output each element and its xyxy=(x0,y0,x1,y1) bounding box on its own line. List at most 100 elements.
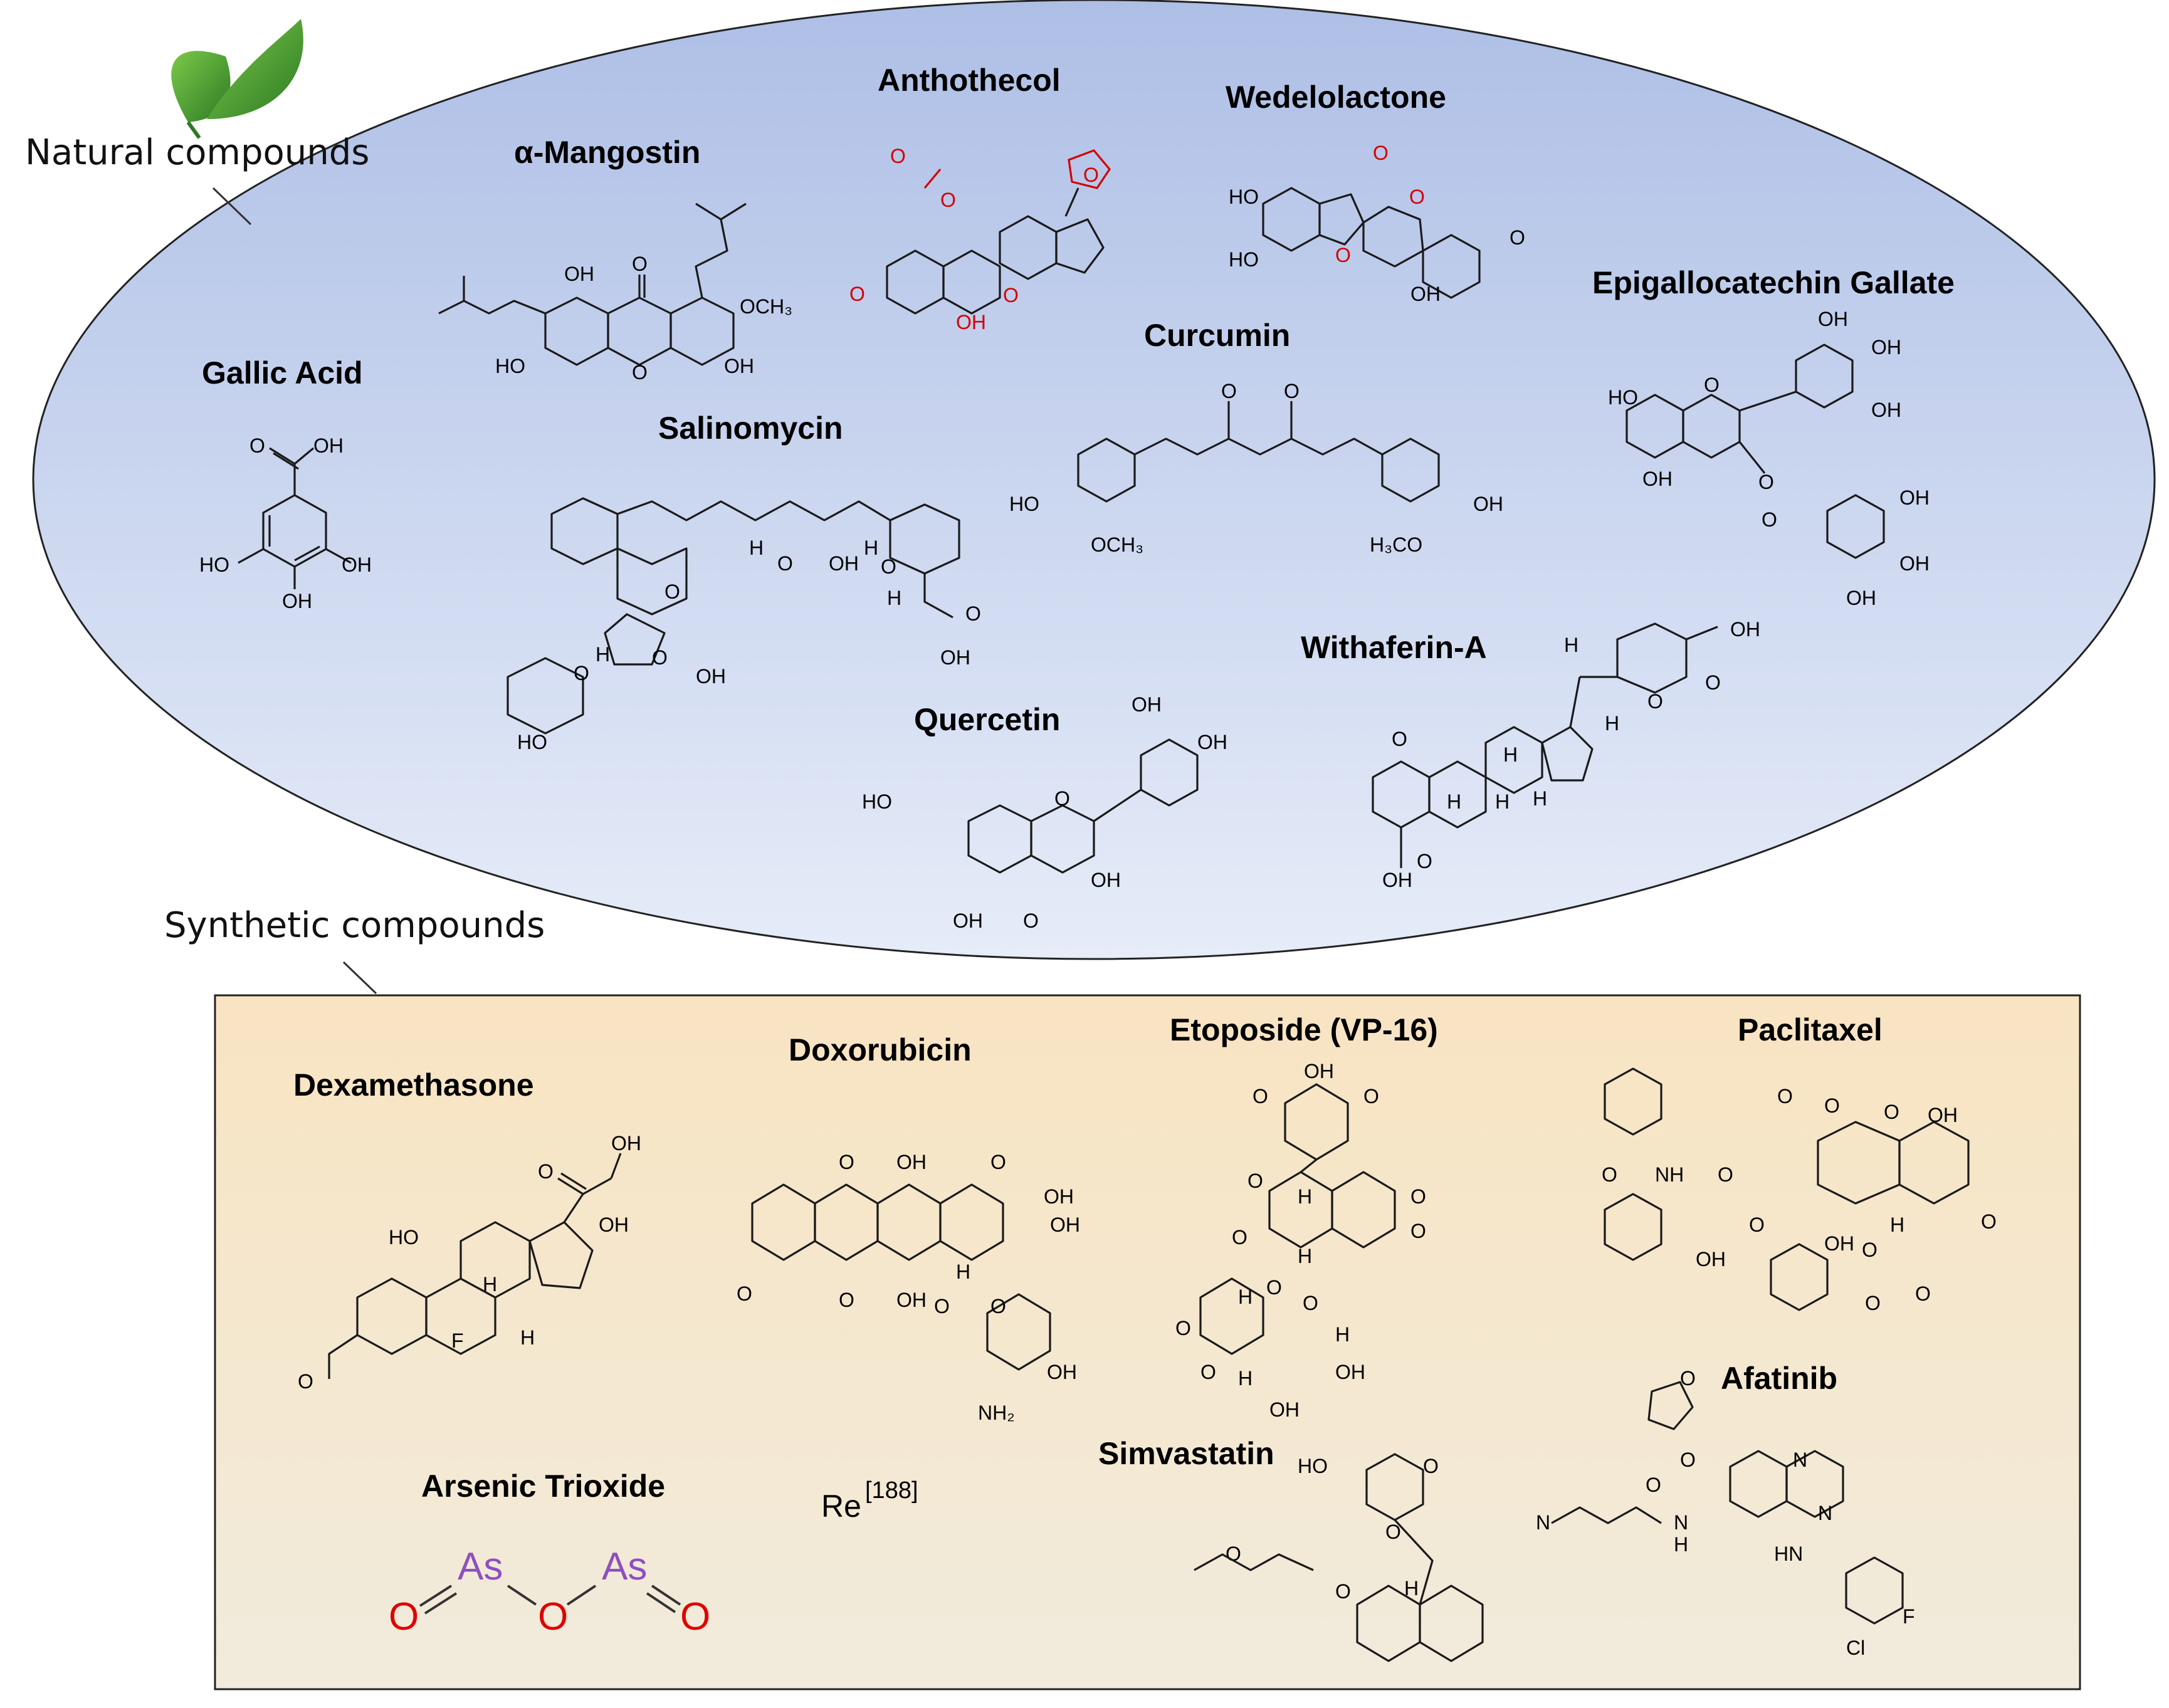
atom-o: O xyxy=(1762,508,1777,531)
atom-oh: OH xyxy=(1044,1185,1074,1208)
atom-och3: OCH₃ xyxy=(1091,533,1143,556)
atom-o: O xyxy=(574,662,589,684)
atom-nh2: NH₂ xyxy=(978,1402,1015,1424)
structure-afatinib: O O N N HN F Cl N O N H xyxy=(1536,1367,1915,1659)
atom-o: O xyxy=(1423,1455,1439,1477)
compound-label-egcg: Epigallocatechin Gallate xyxy=(1592,265,1955,300)
atom-o: O xyxy=(881,555,896,578)
atom-o: O xyxy=(1915,1282,1931,1305)
atom-o: O xyxy=(298,1370,313,1393)
structure-wedelolactone: O O O HO HO OH O xyxy=(1229,142,1525,305)
atom-o: O xyxy=(632,361,648,384)
atom-oh: OH xyxy=(1730,618,1760,641)
compound-label-afatinib: Afatinib xyxy=(1721,1361,1837,1396)
natural-pointer xyxy=(212,187,252,226)
leaf-icon xyxy=(171,19,303,139)
atom-oh: OH xyxy=(1818,308,1848,330)
atom-h: H xyxy=(1495,790,1510,813)
atom-o: O xyxy=(538,1160,554,1183)
atom-h: H xyxy=(1564,634,1578,656)
atom-o-red: O xyxy=(538,1595,568,1638)
atom-o: O xyxy=(1680,1367,1696,1390)
atom-o: O xyxy=(1646,1474,1661,1496)
atom-oh: OH xyxy=(1846,587,1876,609)
atom-h: H xyxy=(1674,1533,1688,1556)
atom-oh: OH xyxy=(1473,493,1503,515)
atom-oh: OH xyxy=(1132,693,1162,716)
atom-hn: HN xyxy=(1774,1543,1803,1565)
atom-o: O xyxy=(1410,1220,1426,1242)
structure-dexamethasone: O OH OH HO H H F O xyxy=(298,1132,641,1393)
atom-nh: NH xyxy=(1655,1163,1684,1186)
compound-label-withaferin-a: Withaferin-A xyxy=(1301,630,1487,665)
atom-o: O xyxy=(1303,1292,1318,1314)
atom-oh: OH xyxy=(599,1213,629,1236)
atom-o: O xyxy=(1510,226,1525,249)
atom-h: H xyxy=(1238,1367,1253,1390)
atom-o: O xyxy=(990,1295,1006,1318)
atom-o-red: O xyxy=(1409,186,1425,208)
atom-ho: HO xyxy=(862,790,892,813)
atom-f: F xyxy=(451,1329,464,1352)
compound-label-arsenic-trioxide: Arsenic Trioxide xyxy=(421,1469,665,1504)
atom-oh: OH xyxy=(1642,468,1673,490)
atom-o-red: O xyxy=(1003,284,1019,306)
atom-h: H xyxy=(596,643,610,666)
atom-oh: OH xyxy=(1871,399,1901,421)
atom-h: H xyxy=(1447,790,1461,813)
atom-o: O xyxy=(934,1295,950,1318)
atom-h: H xyxy=(483,1273,497,1296)
atom-oh: OH xyxy=(313,434,344,457)
atom-h: H xyxy=(1335,1323,1350,1346)
atom-ho: HO xyxy=(1229,186,1259,208)
compound-label-salinomycin: Salinomycin xyxy=(658,411,843,446)
atom-o-red: O xyxy=(849,283,865,305)
atom-o: O xyxy=(664,580,680,603)
atom-o: O xyxy=(1200,1361,1216,1383)
atom-o: O xyxy=(1862,1239,1878,1261)
atom-oh: OH xyxy=(1050,1213,1080,1236)
atom-o: O xyxy=(1363,1085,1379,1108)
atom-o: O xyxy=(249,434,265,457)
atom-n: N xyxy=(1536,1511,1550,1534)
atom-h: H xyxy=(1298,1245,1312,1267)
atom-ho: HO xyxy=(1229,248,1259,271)
atom-o: O xyxy=(632,253,648,275)
synthetic-pointer xyxy=(342,961,377,995)
atom-h: H xyxy=(1238,1286,1253,1308)
atom-oh: OH xyxy=(1197,731,1227,753)
structure-withaferin-a: OH O O H H H H H H O OH O xyxy=(1372,618,1760,891)
atom-oh: OH xyxy=(724,355,754,377)
atom-ho: HO xyxy=(199,553,229,576)
atom-oh: OH xyxy=(1824,1232,1854,1255)
atom-oh: OH xyxy=(696,665,726,688)
atom-o: O xyxy=(1777,1085,1793,1108)
compound-label-wedelolactone: Wedelolactone xyxy=(1226,80,1446,115)
atom-oh: OH xyxy=(1899,552,1930,575)
atom-h: H xyxy=(887,587,901,609)
atom-o: O xyxy=(1226,1543,1241,1565)
atom-oh: OH xyxy=(1335,1361,1365,1383)
structure-etoposide: OH O O O O H H O O O O H OH OH H H O O xyxy=(1175,1060,1426,1421)
atom-oh: OH xyxy=(940,646,970,669)
atom-o: O xyxy=(1647,690,1663,713)
atom-h: H xyxy=(520,1326,535,1349)
atom-oh: OH xyxy=(342,553,372,576)
atom-o: O xyxy=(1247,1170,1263,1192)
structure-alpha-mangostin: O OH OCH₃ O HO OH xyxy=(438,202,792,384)
atom-n: N xyxy=(1793,1449,1807,1471)
atom-cl: Cl xyxy=(1846,1637,1865,1659)
atom-o-red: O xyxy=(890,145,906,167)
atom-o: O xyxy=(1221,380,1237,402)
atom-oh: OH xyxy=(1928,1104,1958,1126)
atom-o: O xyxy=(652,646,668,669)
compound-label-gallic-acid: Gallic Acid xyxy=(202,355,363,390)
rhenium-symbol: Re xyxy=(821,1489,861,1524)
compound-label-doxorubicin: Doxorubicin xyxy=(789,1032,972,1067)
atom-o: O xyxy=(1175,1317,1191,1339)
atom-o-red: O xyxy=(389,1595,419,1638)
atom-oh: OH xyxy=(1269,1398,1300,1421)
atom-oh-red: OH xyxy=(956,311,986,333)
natural-compounds-label: Natural compounds xyxy=(25,132,369,173)
